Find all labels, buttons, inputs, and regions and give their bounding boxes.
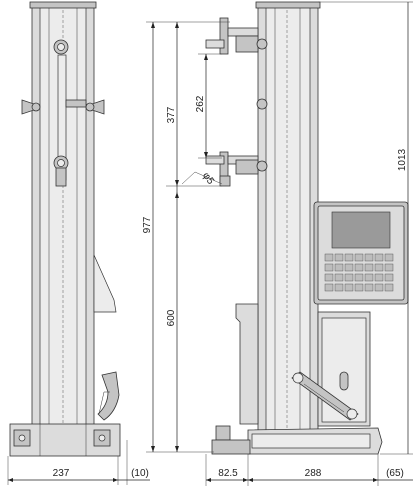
dim-1013-label: 1013 [397, 148, 408, 171]
side-handle [291, 371, 359, 421]
display-keypad [324, 253, 394, 292]
side-knob-mid [256, 98, 268, 110]
right-clamp [85, 99, 105, 115]
front-top-cap [29, 1, 97, 9]
dim-377-label: 377 [166, 106, 177, 123]
front-display-edge [93, 254, 117, 313]
dim-10-label: (10) [131, 468, 149, 479]
side-top-cap [255, 1, 321, 9]
upper-bracket [205, 17, 268, 55]
side-front-bracket [235, 303, 259, 425]
dim-237-label: 237 [53, 468, 70, 479]
side-column-face [265, 4, 311, 431]
dim-262-label: 262 [195, 95, 206, 112]
side-view [205, 1, 409, 455]
display-screen [331, 211, 391, 249]
dim-phi5-label: φ5 [200, 170, 216, 187]
dim-65-label: (65) [386, 468, 404, 479]
dim-82-5-label: 82.5 [218, 468, 238, 479]
side-base-front [211, 439, 251, 455]
dim-977-label: 977 [142, 216, 153, 233]
front-handle [97, 371, 120, 421]
dim-600-label: 600 [166, 309, 177, 326]
side-front-foot [215, 425, 231, 441]
left-clamp [21, 99, 41, 115]
lower-bracket [205, 151, 268, 187]
height-dimensions: 977 377 600 262 φ5 1013 [142, 1, 413, 455]
dim-288-label: 288 [305, 468, 322, 479]
side-width-dimensions: 82.5 288 (65) [205, 454, 413, 486]
display-unit [313, 201, 409, 305]
front-width-dimension: 237 (10) [7, 440, 150, 485]
front-view [9, 1, 121, 457]
